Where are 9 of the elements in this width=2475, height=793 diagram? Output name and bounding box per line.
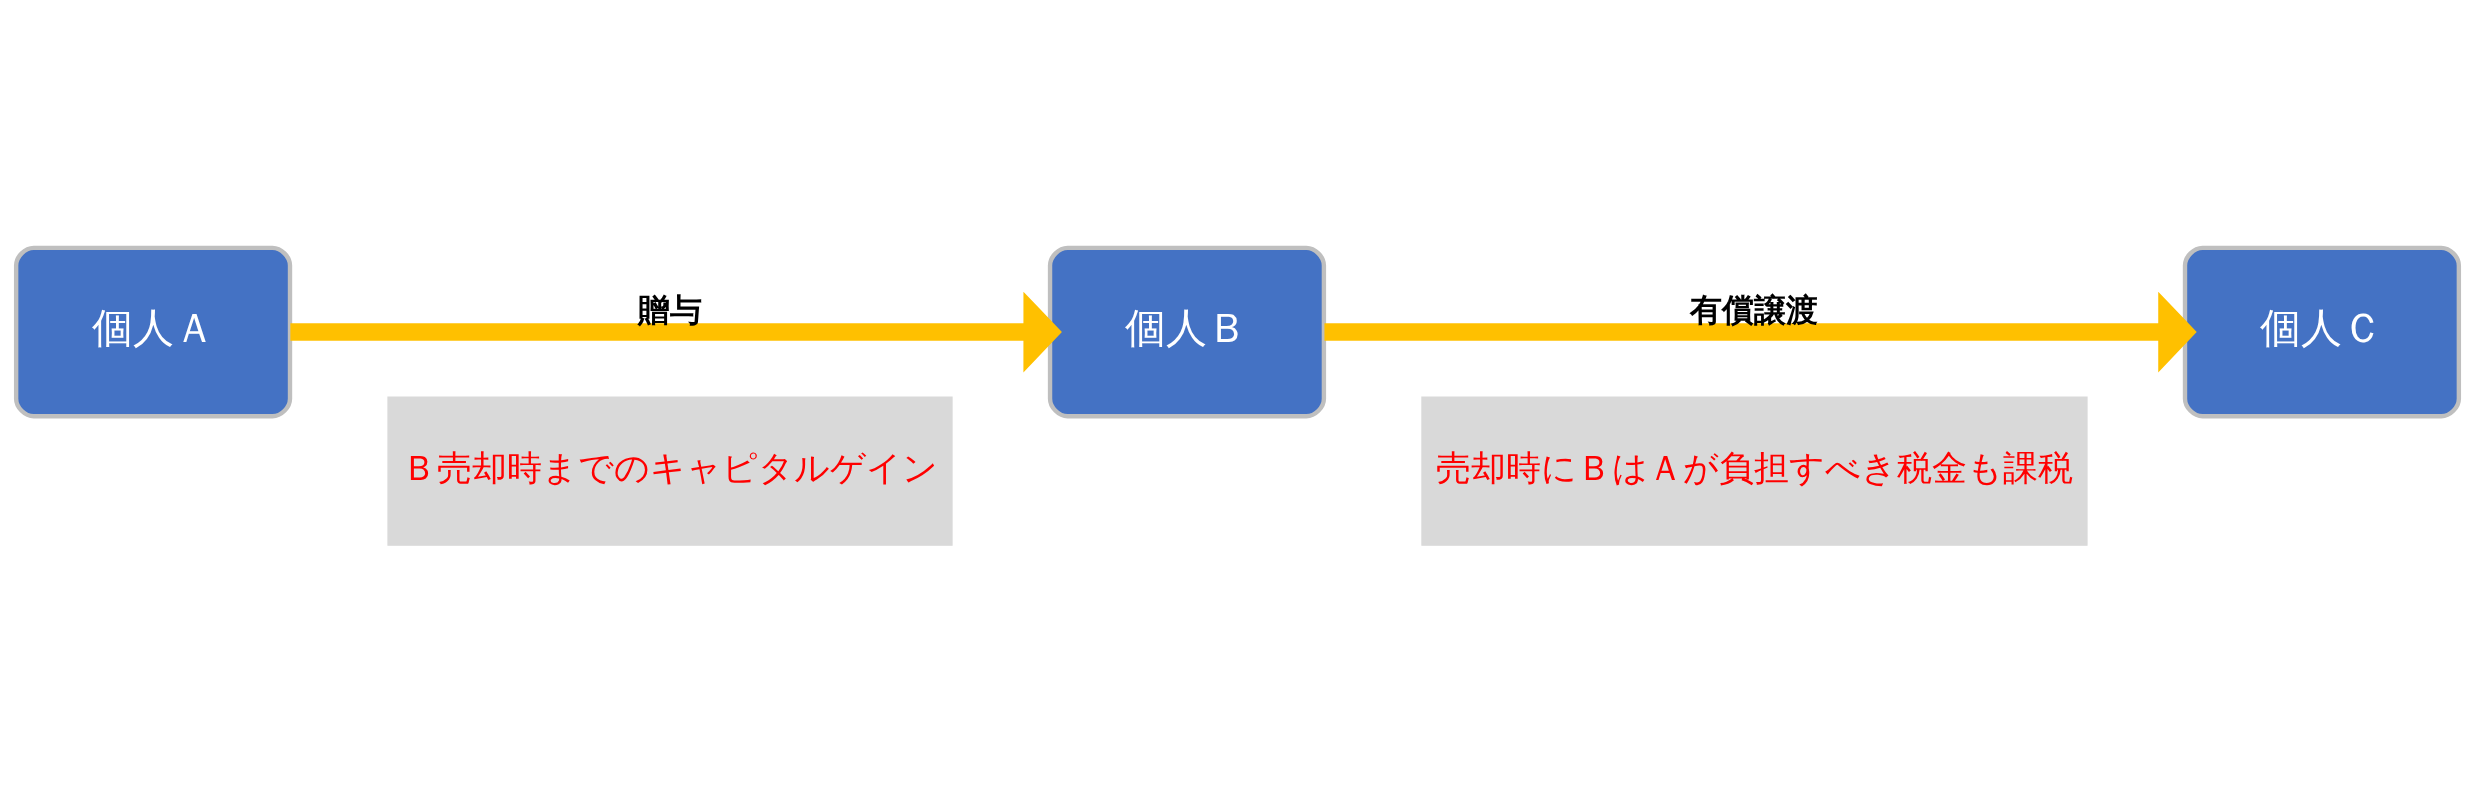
node-box: 個人Ｂ [1047, 245, 1327, 419]
node-box: 個人Ｃ [2182, 245, 2462, 419]
node-box: Ｂ売却時までのキャピタルゲイン [387, 396, 953, 546]
arrow [290, 291, 1062, 373]
node-box: 個人Ａ [13, 245, 293, 419]
edge-label: 贈与 [637, 291, 702, 330]
arrow [1324, 291, 2197, 373]
edge-label: 有償譲渡 [1690, 291, 1819, 330]
node-box: 売却時にＢはＡが負担すべき税金も課税 [1421, 396, 2088, 546]
